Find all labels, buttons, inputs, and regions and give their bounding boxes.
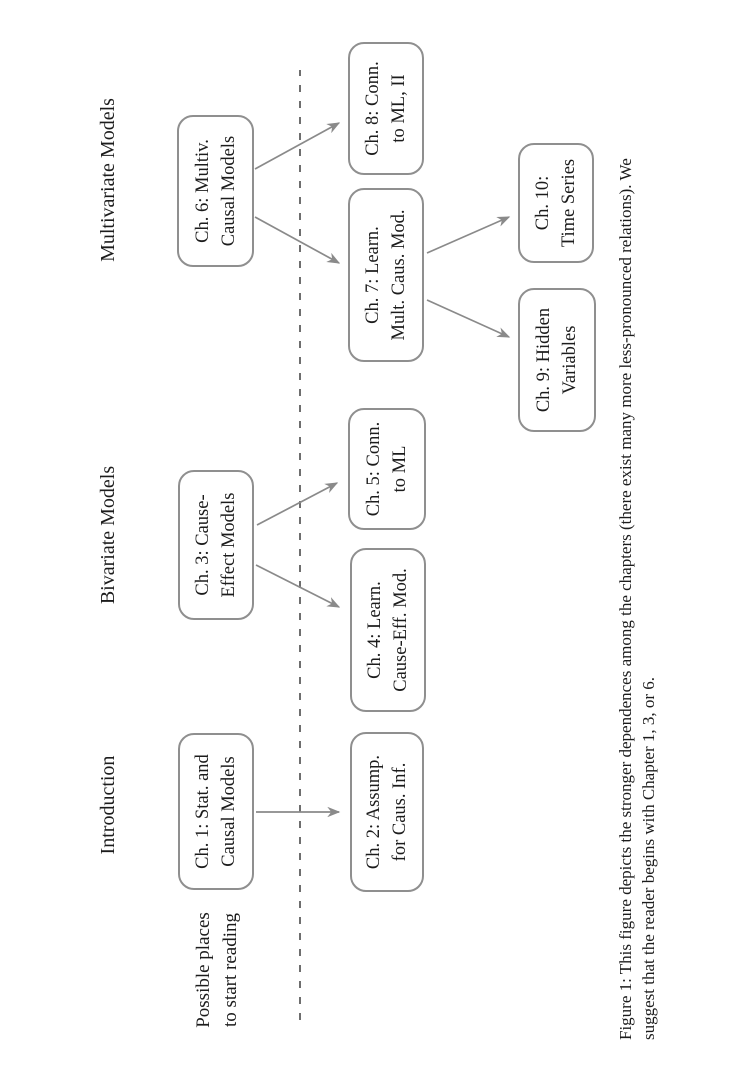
chapter-box-ch10: Ch. 10: Time Series	[518, 143, 594, 263]
chapter-box-ch4-line2: Cause-Eff. Mod.	[391, 568, 411, 692]
chapter-box-ch1-line2: Causal Models	[219, 756, 239, 867]
figure-caption: Figure 1: This figure depicts the strong…	[614, 30, 660, 1040]
column-header-bivariate-models: Bivariate Models	[97, 465, 119, 605]
arrow-ch6-to-ch7	[254, 216, 341, 264]
chapter-box-ch9-line1: Ch. 9: Hidden	[534, 307, 554, 413]
chapter-box-ch5-line2: to ML	[390, 445, 410, 493]
chapter-box-ch1: Ch. 1: Stat. and Causal Models	[178, 733, 254, 890]
column-header-introduction: Introduction	[97, 755, 119, 855]
chapter-box-ch7: Ch. 7: Learn. Mult. Caus. Mod.	[348, 188, 424, 362]
chapter-box-ch2-line1: Ch. 2: Assump.	[364, 754, 384, 870]
chapter-box-ch8-line2: to ML, II	[389, 74, 409, 143]
chapter-box-ch3-line2: Effect Models	[219, 492, 239, 598]
chapter-box-ch6-line1: Ch. 6: Multiv.	[192, 139, 213, 243]
chapter-box-ch10-line1: Ch. 10:	[533, 175, 553, 231]
chapter-box-ch6: Ch. 6: Multiv. Causal Models	[177, 115, 254, 267]
chapter-box-ch6-line2: Causal Models	[218, 135, 239, 247]
chapter-box-ch3-line1: Ch. 3: Cause-	[193, 494, 213, 596]
figure-caption-line2: suggest that the reader begins with Chap…	[639, 676, 658, 1040]
arrow-ch3-to-ch4	[255, 564, 341, 608]
start-reading-label-line1: Possible places	[193, 912, 214, 1028]
chapter-box-ch8-line1: Ch. 8: Conn.	[363, 61, 383, 156]
column-header-multivariate-models: Multivariate Models	[97, 98, 119, 262]
arrow-ch7-to-ch9	[426, 299, 511, 338]
chapter-box-ch9-line2: Variables	[560, 325, 580, 395]
chapter-box-ch3: Ch. 3: Cause- Effect Models	[178, 470, 254, 620]
chapter-box-ch2-line2: for Caus. Inf.	[390, 762, 410, 862]
arrow-ch6-to-ch8	[254, 122, 341, 170]
start-reading-label: Possible places to start reading	[190, 912, 244, 1028]
chapter-box-ch7-line2: Mult. Caus. Mod.	[389, 209, 409, 341]
chapter-box-ch8: Ch. 8: Conn. to ML, II	[348, 42, 424, 175]
chapter-box-ch7-line1: Ch. 7: Learn.	[363, 226, 383, 324]
chapter-box-ch4-line1: Ch. 4: Learn.	[365, 581, 385, 679]
chapter-box-ch5: Ch. 5: Conn. to ML	[348, 408, 426, 530]
start-reading-label-line2: to start reading	[220, 913, 241, 1027]
arrow-ch3-to-ch5	[256, 482, 339, 526]
arrow-ch7-to-ch10	[426, 216, 511, 254]
chapter-box-ch2: Ch. 2: Assump. for Caus. Inf.	[350, 732, 424, 892]
chapter-box-ch4: Ch. 4: Learn. Cause-Eff. Mod.	[350, 548, 426, 712]
figure-caption-line1: Figure 1: This figure depicts the strong…	[616, 158, 635, 1040]
chapter-box-ch9: Ch. 9: Hidden Variables	[518, 288, 596, 432]
chapter-box-ch10-line2: Time Series	[559, 158, 579, 248]
chapter-box-ch5-line1: Ch. 5: Conn.	[364, 421, 384, 517]
chapter-box-ch1-line1: Ch. 1: Stat. and	[193, 754, 213, 869]
